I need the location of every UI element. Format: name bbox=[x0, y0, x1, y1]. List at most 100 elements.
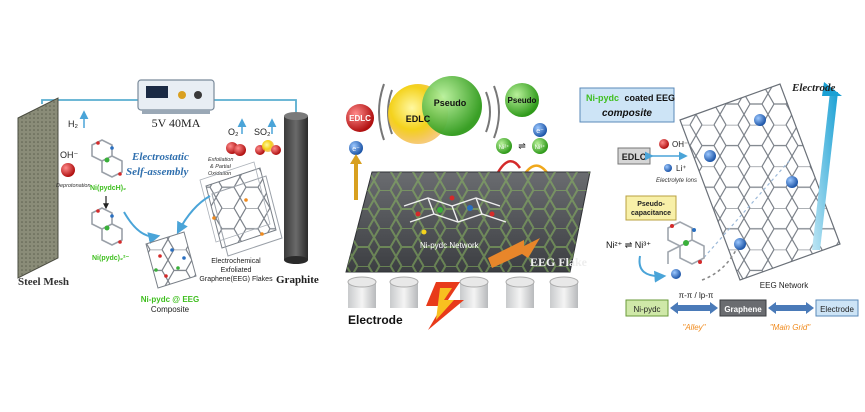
wire-right bbox=[214, 99, 297, 116]
graphite-electrode bbox=[284, 112, 308, 264]
edlc-left-label: EDLC bbox=[349, 114, 371, 123]
oh-label-panel3: OH⁻ bbox=[672, 140, 688, 149]
electron-path bbox=[699, 159, 791, 263]
panel-electrochemical-synthesis: 5V 40MA Steel Mesh Graphite H₂ OH⁻ Depro… bbox=[17, 79, 319, 314]
pseudo-box-line1: Pseudo- bbox=[637, 201, 665, 208]
deprotonation-label: Deprotonation bbox=[56, 183, 91, 189]
power-supply bbox=[137, 79, 215, 114]
hydroxide-ion bbox=[61, 163, 75, 177]
electron-sphere-panel3 bbox=[671, 269, 681, 279]
pseudocapacitance-box bbox=[625, 195, 677, 221]
composite-label-line2: Composite bbox=[151, 305, 190, 314]
so2-label: SO₂ bbox=[254, 127, 271, 137]
graphene-box-label: Graphene bbox=[724, 305, 762, 314]
main-grid-label: "Main Grid" bbox=[770, 323, 812, 332]
assembly-arrow-left bbox=[123, 211, 161, 244]
alley-label: "Alley" bbox=[682, 323, 706, 332]
graphene-box bbox=[719, 299, 767, 317]
lightning-highlight-icon bbox=[436, 288, 454, 320]
ni-pydc-eeg-composite bbox=[145, 231, 197, 289]
oh-label: OH⁻ bbox=[60, 150, 79, 160]
oxygen-molecule bbox=[226, 142, 246, 156]
panel-charge-storage-mechanism: EDLC Pseudo EDLC e⁻ Pseudo e⁻ Ni²⁺ ⇌ Ni³… bbox=[345, 76, 591, 330]
composite-title-green: Ni-pydc bbox=[586, 93, 619, 103]
electrode-arrow-head bbox=[822, 82, 842, 96]
power-supply-label: 5V 40MA bbox=[152, 116, 201, 130]
composite-label-line1: Ni-pydc @ EEG bbox=[141, 295, 199, 304]
pseudo-box-line2: capacitance bbox=[631, 210, 671, 217]
li-label: Li⁺ bbox=[676, 164, 686, 173]
electrostatic-label-line2: Self-assembly bbox=[126, 166, 188, 178]
electrode-box-label: Electrode bbox=[820, 305, 854, 314]
h2-label: H₂ bbox=[68, 119, 78, 129]
electrolyte-ions-label: Electrolyte Ions bbox=[656, 178, 697, 184]
pi-stacking-label: π-π / lp-π bbox=[679, 291, 714, 300]
pseudo-center-label: Pseudo bbox=[434, 98, 467, 108]
ni-pydc-box-label: Ni-pydc bbox=[633, 305, 660, 314]
eeg-label-line1: Electrochemical bbox=[211, 258, 261, 265]
steel-mesh-electrode bbox=[17, 97, 59, 279]
ni2-sphere bbox=[496, 138, 512, 154]
ni-pydc-molecule bbox=[91, 207, 123, 246]
electron-sphere-right bbox=[533, 123, 547, 137]
electron-sphere-left bbox=[349, 141, 363, 155]
ni-pydch-molecule bbox=[91, 139, 123, 178]
composite-title-box bbox=[579, 87, 675, 123]
ni3-label: Ni³⁺ bbox=[535, 144, 546, 151]
redox-equilibrium-icon: ⇌ bbox=[518, 141, 526, 151]
edlc-center-label: EDLC bbox=[406, 114, 431, 124]
eeg-flakes-stack bbox=[199, 161, 283, 257]
electrostatic-label-line1: Electrostatic bbox=[131, 151, 189, 163]
electron-left-label: e⁻ bbox=[352, 146, 360, 153]
exfoliation-label-line1: Exfoliation bbox=[208, 157, 233, 163]
ni-pydch-label: Ni(pydcH)₂ bbox=[90, 185, 126, 192]
eeg-label-line3: Graphene(EEG) Flakes bbox=[199, 276, 273, 283]
ni3-sphere bbox=[532, 138, 548, 154]
electrode-label-panel3: Electrode bbox=[791, 82, 835, 94]
electrode-arrow bbox=[812, 92, 838, 250]
edlc-box-label: EDLC bbox=[622, 152, 647, 162]
eeg-flake-label: EEG Flake bbox=[530, 255, 588, 269]
ni-pydc-network bbox=[403, 197, 507, 223]
composite-title-line1: Ni-pydc coated EEG bbox=[586, 93, 675, 103]
eeg-network-label: EEG Network bbox=[760, 281, 809, 290]
sulfur-dioxide-molecule bbox=[255, 140, 281, 155]
steel-mesh-label: Steel Mesh bbox=[18, 276, 69, 288]
panel-composite-model: Ni-pydc coated EEG composite Electrode E… bbox=[579, 82, 859, 332]
assembly-arrow-right bbox=[176, 195, 211, 235]
lithium-ion bbox=[664, 164, 672, 172]
graphene-sheet bbox=[679, 83, 841, 281]
hydroxide-ion-panel3 bbox=[659, 139, 669, 149]
network-atoms bbox=[415, 195, 495, 235]
ni2-label: Ni²⁺ bbox=[499, 144, 510, 151]
pseudo-sphere-right bbox=[505, 83, 539, 117]
electron-right-label: e⁻ bbox=[536, 128, 544, 135]
pseudo-right-label: Pseudo bbox=[508, 96, 537, 105]
ni-network-label: Ni-pydc Network bbox=[420, 241, 480, 250]
edlc-sphere bbox=[346, 104, 374, 132]
exfoliation-label-line3: Oxidation bbox=[208, 171, 231, 177]
wire-left bbox=[41, 99, 138, 104]
edlc-arrow-head bbox=[350, 154, 362, 164]
composite-title-rest: coated EEG bbox=[625, 93, 676, 103]
composite-title-line2: composite bbox=[602, 108, 652, 119]
redox-arrow-panel3 bbox=[638, 255, 667, 283]
electrode-label-panel2: Electrode bbox=[348, 313, 403, 327]
resonance-arcs bbox=[378, 83, 500, 141]
graphite-label: Graphite bbox=[276, 274, 319, 286]
electrode-box bbox=[815, 299, 859, 317]
ni-pydc-label: Ni(pydc)₂²⁻ bbox=[92, 255, 129, 262]
o2-label: O₂ bbox=[228, 127, 239, 137]
exfoliation-label-line2: & Partial bbox=[210, 164, 232, 170]
transfer-path bbox=[701, 249, 737, 281]
ni-pydc-complex bbox=[667, 221, 705, 265]
electrons-on-sheet bbox=[704, 114, 798, 250]
alley-double-arrow bbox=[670, 302, 718, 314]
pseudo-sphere bbox=[422, 76, 482, 136]
current-collector-cylinders bbox=[347, 276, 579, 308]
ni-equation-label: Ni²⁺ ⇌ Ni³⁺ bbox=[606, 240, 651, 250]
eeg-label-line2: Exfoliated bbox=[221, 267, 252, 274]
main-grid-double-arrow bbox=[768, 302, 814, 314]
eeg-flake-arrow bbox=[488, 238, 540, 268]
